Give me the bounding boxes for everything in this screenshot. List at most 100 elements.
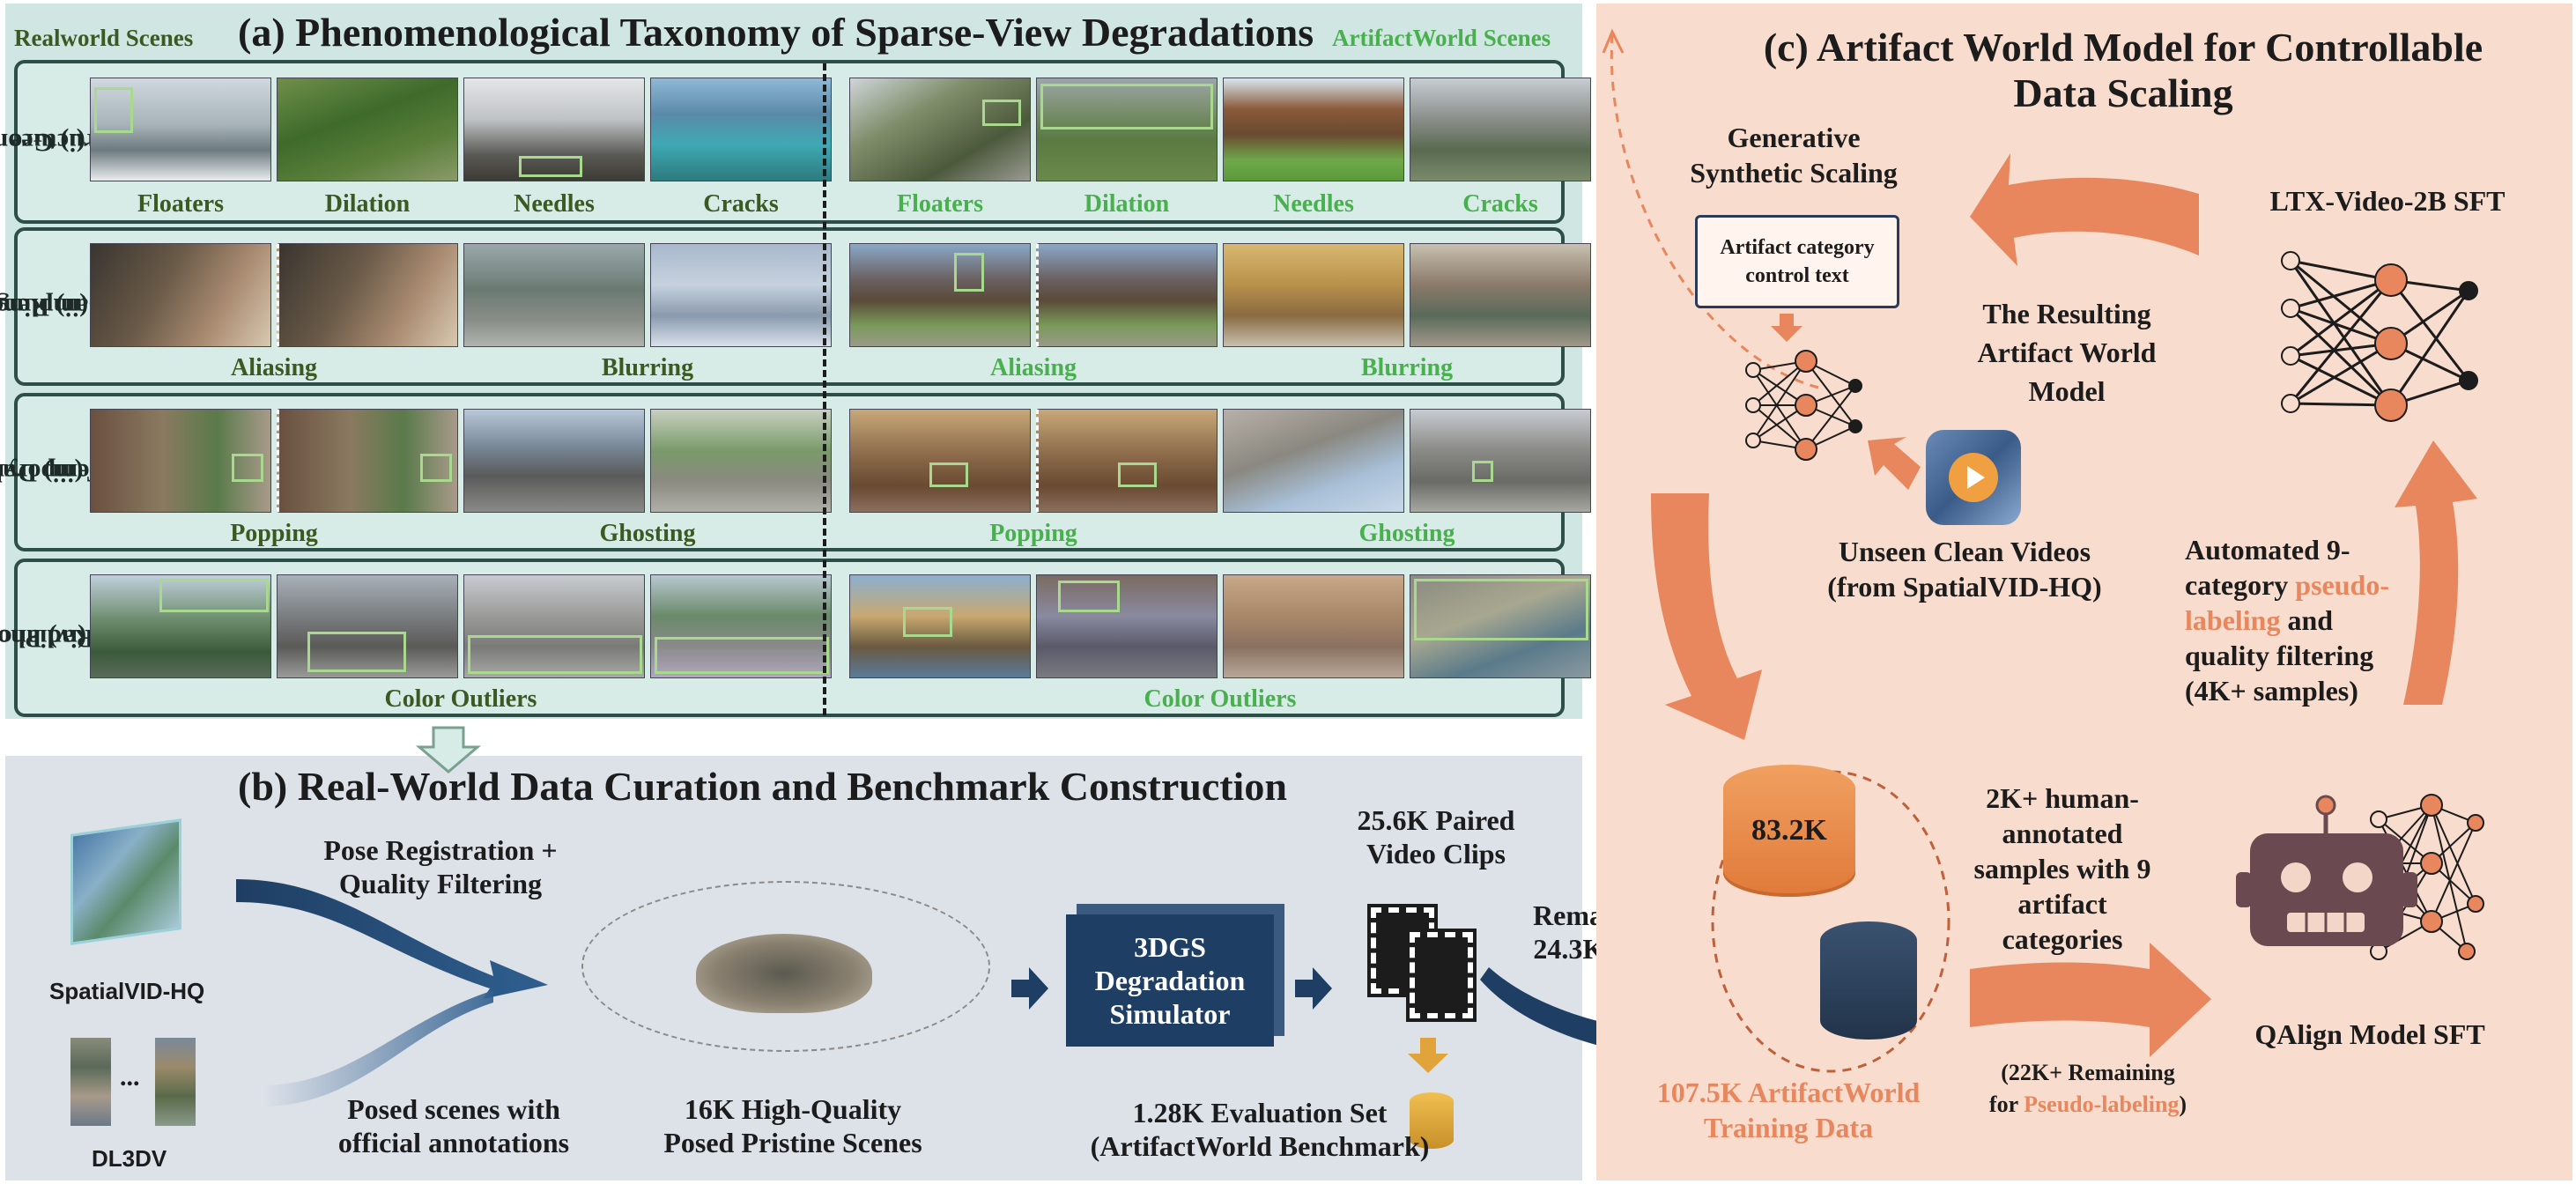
ltx-network-icon xyxy=(2281,251,2478,422)
dl3dv-thumbnail-2 xyxy=(155,1038,196,1126)
taxonomy-row-rendering: (ii) Rendering& Sampling Aliasing Blurri… xyxy=(0,227,1591,386)
real-dilation-image xyxy=(277,78,458,181)
real-needles-image xyxy=(463,78,645,181)
robot-icon xyxy=(2236,795,2417,946)
art-popping-image-1 xyxy=(849,409,1031,513)
art-color-outliers-image-3 xyxy=(1223,574,1404,678)
arrow-database-to-qalign xyxy=(1970,943,2211,1057)
realworld-scenes-label: Realworld Scenes xyxy=(14,25,194,51)
database-value: 83.2K xyxy=(1751,814,1827,847)
navy-database-icon xyxy=(1820,921,1917,1040)
arrow-scenes-to-simulator xyxy=(1011,967,1048,1010)
pose-registration-text: Pose Registration +Quality Filtering xyxy=(323,834,558,899)
dashed-feedback-curve xyxy=(1610,34,1819,389)
real-blurring-image-1 xyxy=(463,243,645,347)
art-aliasing-image-1 xyxy=(849,243,1031,347)
caption-real-cracks: Cracks xyxy=(703,190,779,218)
real-color-outliers-image-1 xyxy=(90,574,271,678)
real-popping-image-2 xyxy=(277,409,458,513)
dl3dv-thumbnail-1 xyxy=(70,1038,111,1126)
real-color-outliers-image-3 xyxy=(463,574,645,678)
caption-art-color-outliers: Color Outliers xyxy=(1144,685,1297,713)
real-ghosting-image-2 xyxy=(650,409,832,513)
caption-art-needles: Needles xyxy=(1273,190,1354,218)
real-aliasing-image-1 xyxy=(90,243,271,347)
video-play-icon xyxy=(1926,430,2021,525)
art-needles-image xyxy=(1223,78,1404,181)
arrow-simulator-to-clips xyxy=(1295,967,1332,1010)
source-spatialvid-hq: SpatialVID-HQ xyxy=(49,978,205,1004)
art-aliasing-image-2 xyxy=(1036,243,1218,347)
caption-real-ghosting: Ghosting xyxy=(599,520,696,547)
caption-real-floaters: Floaters xyxy=(137,190,224,218)
orange-database-icon: 83.2K xyxy=(1723,765,1855,897)
art-color-outliers-image-2 xyxy=(1036,574,1218,678)
qalign-model-label: QAlign Model SFT xyxy=(2254,1018,2485,1050)
camera-ring-graphic xyxy=(581,881,990,1052)
caption-art-cracks: Cracks xyxy=(1462,190,1538,218)
arrow-model-to-database xyxy=(1651,493,1762,740)
caption-art-ghosting: Ghosting xyxy=(1358,520,1455,547)
ltx-video-label: LTX-Video-2B SFT xyxy=(2269,185,2506,217)
art-cracks-image xyxy=(1410,78,1591,181)
taxonomy-row-dynamic: (iii) Dynamic& Temporal Popping Ghosting… xyxy=(0,393,1591,551)
art-color-outliers-image-4 xyxy=(1410,574,1591,678)
art-ghosting-image-2 xyxy=(1410,409,1591,513)
taxonomy-row-geometric: (i) GeometricStructure Floaters Dilation… xyxy=(0,60,1591,224)
caption-real-popping: Popping xyxy=(230,520,318,547)
caption-art-popping: Popping xyxy=(989,520,1077,547)
real-color-outliers-image-4 xyxy=(650,574,832,678)
caption-real-color-outliers: Color Outliers xyxy=(384,685,537,713)
art-floaters-image xyxy=(849,78,1031,181)
pseudo-labeling-text: Automated 9- category pseudo- labeling a… xyxy=(2185,534,2389,707)
caption-real-needles: Needles xyxy=(514,190,595,218)
unseen-videos-text: Unseen Clean Videos(from SpatialVID-HQ) xyxy=(1827,536,2102,603)
benchmark-database-icon xyxy=(1410,1092,1454,1149)
flow-bottom-arrow xyxy=(261,990,493,1106)
art-blurring-image-2 xyxy=(1410,243,1591,347)
caption-art-dilation: Dilation xyxy=(1084,190,1170,218)
art-dilation-image xyxy=(1036,78,1218,181)
database-group-ellipse xyxy=(1711,770,1951,1073)
panel-a-title: (a) Phenomenological Taxonomy of Sparse-… xyxy=(238,10,1314,55)
video-clip-icon-2 xyxy=(1406,929,1477,1022)
hollow-down-arrow xyxy=(415,726,482,773)
real-vs-artifact-divider xyxy=(823,63,826,715)
real-color-outliers-image-2 xyxy=(277,574,458,678)
real-blurring-image-2 xyxy=(650,243,832,347)
art-color-outliers-image-1 xyxy=(849,574,1031,678)
caption-art-blurring: Blurring xyxy=(1360,354,1454,381)
art-blurring-image-1 xyxy=(1223,243,1404,347)
world-model-network-icon xyxy=(1745,350,1862,461)
caption-art-floaters: Floaters xyxy=(897,190,983,218)
arrow-qalign-to-ltx xyxy=(2395,440,2477,705)
caption-real-dilation: Dilation xyxy=(324,190,411,218)
caption-art-aliasing: Aliasing xyxy=(989,354,1077,381)
remaining-pseudo-label-text: (22K+ Remaining for Pseudo-labeling) xyxy=(1988,1060,2187,1117)
arrow-control-to-model xyxy=(1771,314,1802,342)
real-aliasing-image-2 xyxy=(277,243,458,347)
arrow-video-to-model xyxy=(1868,437,1921,490)
arrow-clips-to-eval xyxy=(1408,1038,1448,1073)
art-popping-image-2 xyxy=(1036,409,1218,513)
real-popping-image-1 xyxy=(90,409,271,513)
flow-top-arrow xyxy=(236,879,548,999)
panel-c-title: (c) Artifact World Model for Controllabl… xyxy=(1763,25,2483,115)
source-dl3dv: DL3DV xyxy=(92,1145,167,1172)
dl3dv-ellipsis: ... xyxy=(120,1062,140,1092)
arrow-ltx-to-model xyxy=(1970,153,2199,266)
real-ghosting-image-1 xyxy=(463,409,645,513)
panel-b-title: (b) Real-World Data Curation and Benchma… xyxy=(238,764,1287,809)
real-cracks-image xyxy=(650,78,832,181)
posed-scene-reconstruction xyxy=(696,934,872,1013)
caption-real-blurring: Blurring xyxy=(601,354,694,381)
